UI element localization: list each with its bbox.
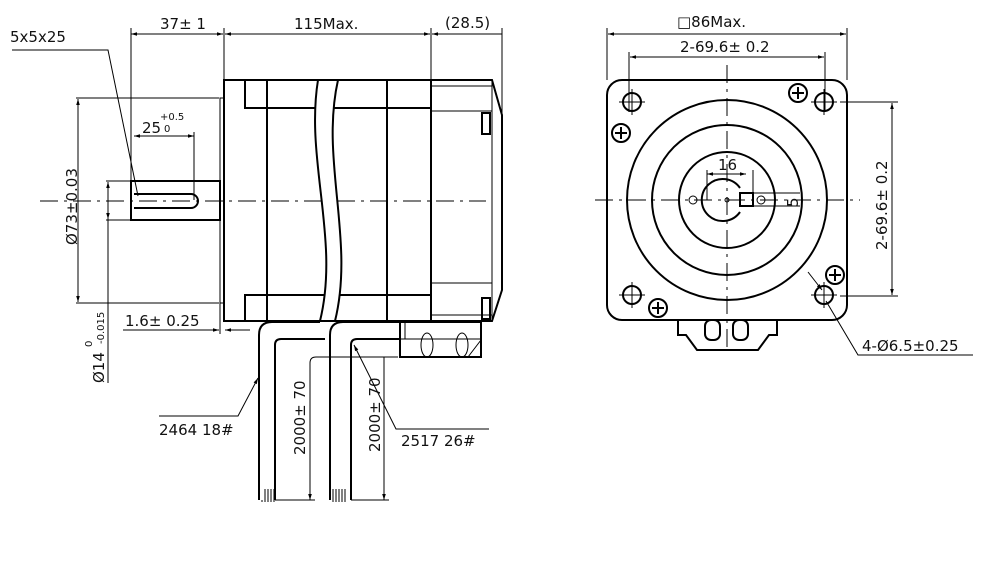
square-size-label: □86Max. [677, 13, 746, 31]
cable-1 [258, 321, 320, 500]
pilot-diameter-label: Ø73±0.03 [63, 168, 81, 245]
shaft-end [700, 178, 741, 222]
side-view: 37± 1 115Max. (28.5) 5x5x25 25 +0.5 0 [10, 14, 503, 502]
holes-label: 4-Ø6.5±0.25 [862, 337, 959, 355]
hole-spacing-h-label: 2-69.6± 0.2 [680, 38, 770, 56]
cable2-label: 2517 26# [401, 432, 476, 450]
cable-2 [329, 321, 400, 500]
hole-spacing-v-label: 2-69.6± 0.2 [873, 160, 891, 250]
cable1-label: 2464 18# [159, 421, 234, 439]
rear-length-label: (28.5) [445, 14, 490, 32]
shaft-dim-label: 16 [718, 156, 737, 174]
svg-text:0: 0 [164, 124, 170, 135]
keyway-length-label: 25 [142, 119, 161, 137]
shaft-diameter-label: Ø14 [90, 352, 108, 383]
svg-text:+0.5: +0.5 [160, 112, 184, 123]
svg-text:-0.015: -0.015 [96, 312, 107, 344]
front-view: □86Max. 2-69.6± 0.2 16 5 [595, 13, 973, 356]
screws [611, 83, 845, 318]
break-line [314, 79, 343, 322]
key-leader [12, 49, 139, 197]
shaft-length-label: 37± 1 [160, 15, 206, 33]
svg-text:0: 0 [84, 341, 95, 347]
mounting-holes [619, 89, 837, 308]
key-label: 5x5x25 [10, 28, 66, 46]
shaft [130, 180, 221, 221]
cable2-length-label: 2000± 70 [366, 377, 384, 452]
cable1-length-label: 2000± 70 [291, 380, 309, 455]
body-length-label: 115Max. [294, 15, 358, 33]
front-connector [677, 320, 778, 351]
keyway [134, 193, 199, 209]
flange-thickness-label: 1.6± 0.25 [125, 312, 200, 330]
key-dim-label: 5 [784, 197, 802, 207]
